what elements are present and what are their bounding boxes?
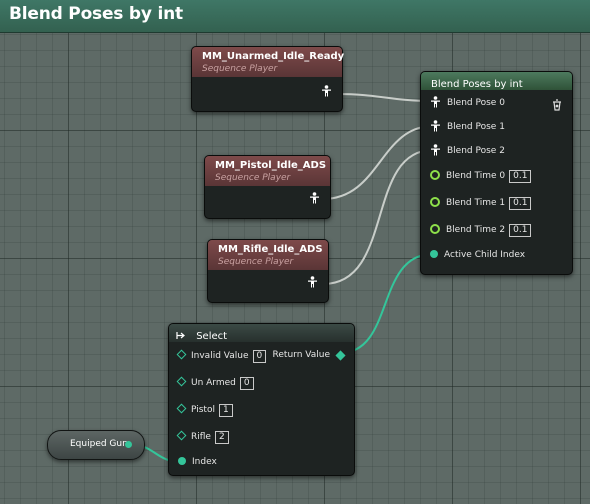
pose-person-icon [322,85,331,97]
pin-label: Blend Time 0 [446,171,506,181]
pose-person-icon [431,119,440,131]
pistol-value-input[interactable]: 1 [218,403,233,417]
wire-active-child[interactable] [339,253,434,354]
wire-pose2[interactable] [322,149,434,285]
pin-label: Index [192,457,217,467]
return-value-pin[interactable]: Return Value [272,348,346,362]
float-pin-icon [430,169,440,183]
float-pin-icon [430,196,440,210]
equiped-gun-variable[interactable]: Equiped Gun [47,430,145,460]
node-header: MM_Rifle_Idle_ADS Sequence Player [208,240,328,270]
select-node[interactable]: Select Invalid Value 0 Un Armed 0 Pistol… [168,323,355,476]
pin-label: Active Child Index [444,250,526,260]
node-title: MM_Pistol_Idle_ADS [215,160,327,171]
pin-label: Pistol [191,405,215,415]
sequence-player-unarmed[interactable]: MM_Unarmed_Idle_Ready Sequence Player [191,46,345,112]
rifle-option-pin[interactable]: Rifle 2 [176,430,229,444]
pose-person-icon [431,143,440,155]
remove-pin-icon[interactable] [551,96,563,115]
blend-time-2-pin[interactable]: Blend Time 2 0.1 [430,223,532,237]
node-title: MM_Rifle_Idle_ADS [218,244,323,255]
node-header: MM_Unarmed_Idle_Ready Sequence Player [192,47,345,77]
node-title: Blend Poses by int [431,79,523,90]
float-pin-icon [430,223,440,237]
pin-label: Invalid Value [191,351,249,361]
sequence-player-pistol[interactable]: MM_Pistol_Idle_ADS Sequence Player [204,155,331,219]
pin-label: Blend Pose 0 [447,98,505,108]
pose-output-pin[interactable] [321,82,332,101]
wire-pose1[interactable] [322,125,434,200]
node-header: Select [169,324,354,342]
wire-pose0[interactable] [336,93,434,102]
int-output-icon [335,350,346,360]
pose-output-pin[interactable] [307,273,318,292]
pin-label: Blend Time 2 [446,225,506,235]
node-subtitle: Sequence Player [215,173,291,183]
node-title: Select [196,331,228,342]
node-header: MM_Pistol_Idle_ADS Sequence Player [205,156,330,186]
invalid-value-pin[interactable]: Invalid Value 0 [176,349,267,363]
int-pin-icon [178,456,186,468]
rifle-value-input[interactable]: 2 [214,430,229,444]
sequence-player-rifle[interactable]: MM_Rifle_Idle_ADS Sequence Player [207,239,329,303]
blend-poses-by-int-node[interactable]: Blend Poses by int Blend Pose 0 Blend Po… [420,71,573,275]
pin-label: Un Armed [191,378,236,388]
pose-person-icon [308,276,317,288]
pin-label: Blend Pose 2 [447,146,505,156]
pistol-option-pin[interactable]: Pistol 1 [176,403,233,417]
blend-pose-2-pin[interactable]: Blend Pose 2 [430,143,505,158]
variable-label: Equiped Gun [70,439,128,449]
node-header: Blend Poses by int [421,72,572,90]
pose-person-icon [431,95,440,107]
node-subtitle: Sequence Player [202,64,278,74]
pose-person-icon [310,192,319,204]
unarmed-value-input[interactable]: 0 [239,376,254,390]
blend-pose-1-pin[interactable]: Blend Pose 1 [430,119,505,134]
blend-time-2-input[interactable]: 0.1 [509,223,532,237]
select-icon [176,331,192,342]
pin-label: Blend Time 1 [446,198,506,208]
int-output-icon[interactable] [125,441,132,448]
node-title: MM_Unarmed_Idle_Ready [202,51,345,62]
blend-pose-0-pin[interactable]: Blend Pose 0 [430,95,505,110]
invalid-value-input[interactable]: 0 [252,349,267,363]
active-child-index-pin[interactable]: Active Child Index [430,248,525,262]
blend-time-1-pin[interactable]: Blend Time 1 0.1 [430,196,532,210]
blend-time-0-input[interactable]: 0.1 [509,169,532,183]
pin-label: Rifle [191,432,211,442]
pose-output-pin[interactable] [309,189,320,208]
node-subtitle: Sequence Player [218,257,294,267]
pin-label: Return Value [272,350,330,360]
unarmed-option-pin[interactable]: Un Armed 0 [176,376,254,390]
blend-time-1-input[interactable]: 0.1 [509,196,532,210]
graph-title: Blend Poses by int [9,4,183,24]
pin-label: Blend Pose 1 [447,122,505,132]
int-pin-icon [430,249,438,261]
index-pin[interactable]: Index [178,455,217,469]
blend-time-0-pin[interactable]: Blend Time 0 0.1 [430,169,532,183]
graph-title-bar: Blend Poses by int [0,0,590,33]
